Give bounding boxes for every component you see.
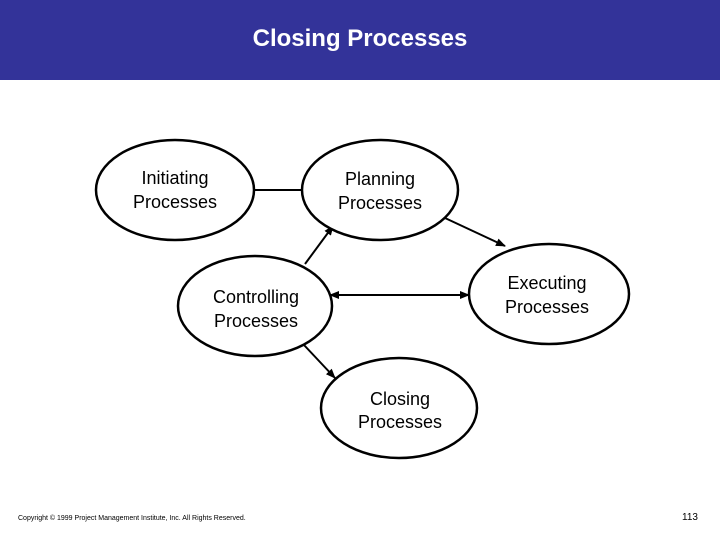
edge-planning-executing (444, 217, 506, 247)
node-closing-line2: Processes (358, 412, 442, 432)
edge-controlling-planning (304, 225, 334, 265)
node-executing-line1: Executing (507, 273, 586, 293)
slide-title: Closing Processes (252, 25, 468, 52)
node-planning-line1: Planning (345, 169, 415, 189)
node-executing-line2: Processes (505, 297, 589, 317)
node-initiating-line2: Processes (133, 192, 217, 212)
diagram-edges (254, 186, 506, 379)
node-executing: Executing Processes (467, 242, 631, 346)
edge-controlling-closing (303, 344, 336, 379)
node-closing-line1: Closing (370, 389, 430, 409)
node-controlling: Controlling Processes (176, 254, 334, 358)
node-controlling-line1: Controlling (213, 287, 299, 307)
page-number: 113 (682, 512, 698, 523)
node-closing: Closing Processes (319, 356, 479, 460)
node-controlling-line2: Processes (214, 311, 298, 331)
node-initiating-line1: Initiating (141, 168, 208, 188)
node-planning-line2: Processes (338, 193, 422, 213)
title-bar: Closing Processes (0, 0, 720, 80)
footer-copyright: Copyright © 1999 Project Management Inst… (18, 515, 246, 522)
node-planning: Planning Processes (300, 138, 460, 242)
node-initiating: Initiating Processes (94, 138, 256, 242)
